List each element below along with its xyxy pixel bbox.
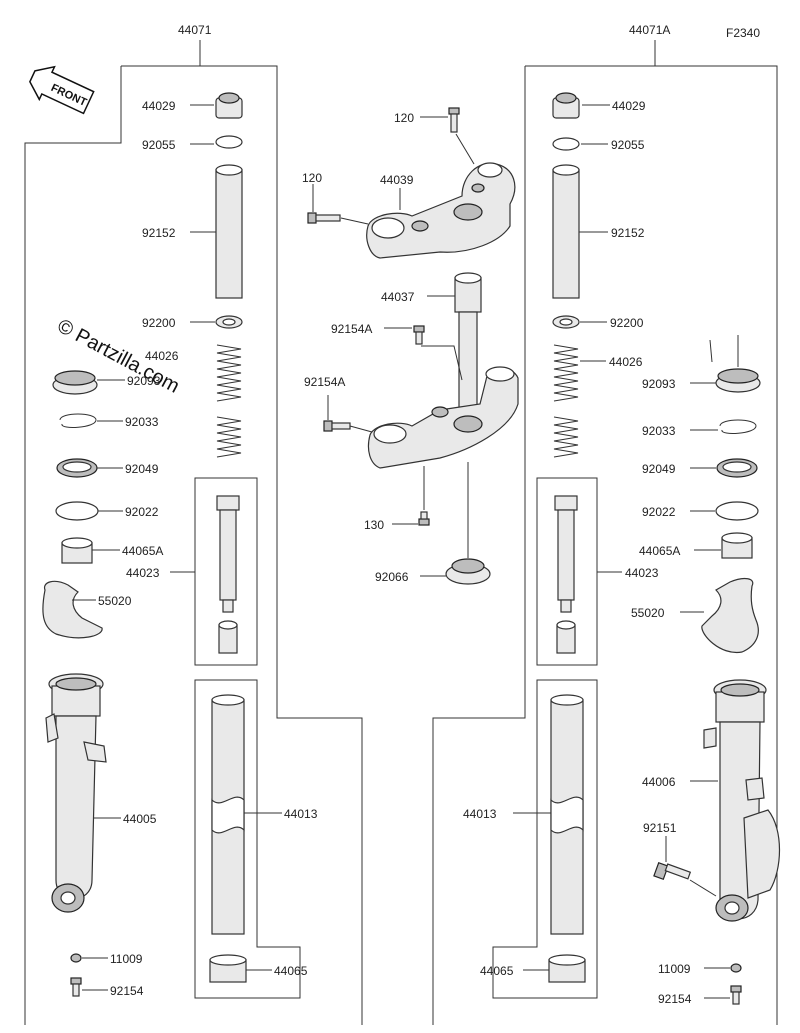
- center-label-bearing: 92066: [375, 570, 409, 584]
- right-label-cap: 44029: [612, 99, 646, 113]
- right-fork-assembly: 44071A 44029 92055 92152 92200 44026: [432, 23, 781, 1025]
- right-label-bush-2: 44065: [480, 964, 514, 978]
- front-arrow-icon: FRONT: [29, 65, 95, 115]
- right-spacer: [552, 164, 580, 299]
- right-spring: [553, 344, 579, 458]
- right-seal-2: [716, 458, 758, 478]
- right-bolt: [730, 985, 742, 1005]
- right-label-seal-2: 92049: [642, 462, 676, 476]
- center-label-stem: 44037: [381, 290, 415, 304]
- figure-code: F2340: [726, 26, 760, 40]
- left-label-outer-tube: 44005: [123, 812, 157, 826]
- right-guard: [701, 577, 759, 653]
- left-fork-assembly: 44071 44029 92055 92152 92200 44026: [24, 23, 363, 1025]
- steering-assembly: 120 44039 120 44037: [302, 107, 519, 585]
- left-label-washer-2: 92022: [125, 505, 159, 519]
- right-label-bush: 44065A: [639, 544, 680, 558]
- right-bush-2: [548, 954, 586, 983]
- center-stem-bolt-a: [413, 325, 425, 345]
- center-stem-bolt-c: [418, 511, 430, 526]
- center-bolt-top: [448, 107, 460, 133]
- right-label-washer: 92200: [610, 316, 644, 330]
- center-bearing: [445, 558, 491, 585]
- center-stem: [454, 272, 482, 423]
- left-label-clip: 92033: [125, 415, 159, 429]
- right-washer-2: [715, 501, 759, 521]
- left-seal: [52, 370, 98, 395]
- left-outer-tube: [45, 673, 107, 913]
- left-label-guard: 55020: [98, 594, 132, 608]
- left-label-seal: 92093: [127, 374, 161, 388]
- center-label-stem-bolt-c: 130: [364, 518, 384, 532]
- right-label-bolt: 92154: [658, 992, 692, 1006]
- right-outer-tube: [703, 679, 781, 922]
- left-cylinder: [216, 495, 240, 654]
- right-cylinder: [554, 495, 578, 654]
- center-lower-bracket: [367, 366, 519, 469]
- left-label-inner-tube: 44013: [284, 807, 318, 821]
- left-cap: [215, 92, 243, 119]
- left-bolt: [70, 977, 82, 997]
- left-inner-tube-box: [194, 679, 301, 999]
- center-label-bolt-top: 120: [394, 111, 414, 125]
- left-bush: [61, 537, 93, 564]
- right-label-washer-2: 92022: [642, 505, 676, 519]
- right-seal: [715, 368, 761, 393]
- left-label-bush-2: 44065: [274, 964, 308, 978]
- center-upper-bracket: [366, 162, 516, 259]
- left-inner-tube: [211, 694, 245, 935]
- left-oring: [215, 135, 243, 149]
- left-gasket: [70, 953, 82, 963]
- right-inner-tube-box: [492, 679, 598, 999]
- left-label-bush: 44065A: [122, 544, 163, 558]
- right-inner-tube: [550, 694, 584, 935]
- left-spring: [216, 344, 242, 458]
- left-seal-2: [56, 458, 98, 478]
- right-oring: [552, 137, 580, 151]
- left-label-bolt: 92154: [110, 984, 144, 998]
- center-label-stem-bolt-a: 92154A: [331, 322, 372, 336]
- right-clip: [719, 419, 757, 434]
- right-label-guard: 55020: [631, 606, 665, 620]
- left-clip: [59, 413, 97, 428]
- right-label-gasket: 11009: [658, 962, 691, 976]
- left-label-spacer: 92152: [142, 226, 176, 240]
- right-label-spacer: 92152: [611, 226, 645, 240]
- right-label-spring: 44026: [609, 355, 643, 369]
- center-label-bolt-left: 120: [302, 171, 322, 185]
- left-label-spring: 44026: [145, 349, 179, 363]
- right-bush: [721, 532, 753, 559]
- left-bush-2: [209, 954, 247, 983]
- left-label-cylinder: 44023: [126, 566, 160, 580]
- left-label-washer: 92200: [142, 316, 176, 330]
- right-label-oring: 92055: [611, 138, 645, 152]
- right-label-outer-tube: 44006: [642, 775, 676, 789]
- center-bolt-left: [307, 212, 341, 224]
- right-assembly-number: 44071A: [629, 23, 670, 37]
- right-label-seal: 92093: [642, 377, 676, 391]
- left-label-seal-2: 92049: [125, 462, 159, 476]
- left-assembly-bracket: [24, 40, 363, 1025]
- left-washer-2: [55, 501, 99, 521]
- left-label-gasket: 11009: [110, 952, 143, 966]
- right-assembly-bracket: [432, 40, 778, 1025]
- right-label-axle-bolt: 92151: [643, 821, 677, 835]
- left-assembly-number: 44071: [178, 23, 212, 37]
- right-cap: [552, 92, 580, 119]
- center-label-stem-bolt-b: 92154A: [304, 375, 345, 389]
- center-stem-bolt-b: [323, 420, 351, 432]
- center-label-upper-bracket: 44039: [380, 173, 414, 187]
- left-guard: [42, 580, 103, 639]
- right-label-inner-tube: 44013: [463, 807, 497, 821]
- right-gasket: [730, 963, 742, 973]
- right-axle-bolt: [653, 861, 692, 881]
- right-label-cylinder: 44023: [625, 566, 659, 580]
- left-spacer: [215, 164, 243, 299]
- left-label-cap: 44029: [142, 99, 176, 113]
- left-label-oring: 92055: [142, 138, 176, 152]
- right-label-clip: 92033: [642, 424, 676, 438]
